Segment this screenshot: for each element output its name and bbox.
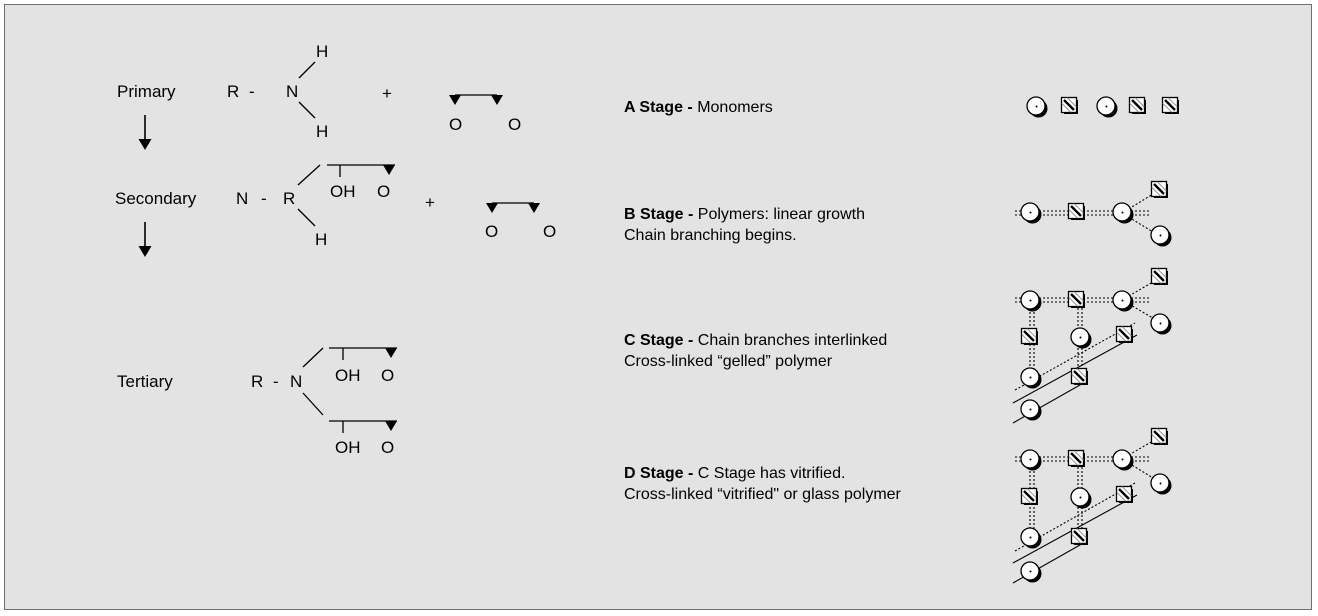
circle-monomer-icon: [1150, 313, 1173, 336]
stage-c-description: C Stage - Chain branches interlinked Cro…: [624, 330, 887, 372]
square-monomer-icon: [1067, 449, 1087, 469]
diagram-canvas: Primary R - N H H + O O Secondary N - R …: [115, 42, 1181, 584]
circle-monomer-icon: [1096, 96, 1119, 119]
secondary-o-right: O: [543, 222, 556, 241]
square-monomer-icon: [1020, 487, 1040, 507]
circle-monomer-icon: [1020, 202, 1043, 225]
circle-monomer-icon: [1150, 225, 1173, 248]
square-monomer-icon: [1060, 96, 1080, 116]
stage-a-description: A Stage - Monomers: [624, 97, 773, 118]
square-monomer-icon: [1070, 527, 1090, 547]
primary-plus: +: [382, 84, 392, 103]
stage-b-line1: Polymers: linear growth: [693, 206, 865, 223]
circle-monomer-icon: [1150, 473, 1173, 496]
epoxide-icon: [448, 94, 504, 106]
secondary-r: R: [283, 189, 295, 208]
circle-monomer-icon: [1070, 327, 1093, 350]
square-monomer-icon: [1115, 485, 1135, 505]
square-monomer-icon: [1150, 427, 1170, 447]
square-monomer-icon: [1115, 325, 1135, 345]
secondary-label: Secondary: [115, 189, 197, 208]
stage-a-monomers: [1026, 96, 1181, 119]
stage-c-line1: Chain branches interlinked: [693, 332, 888, 349]
stage-b-title: B Stage -: [624, 206, 694, 223]
circle-monomer-icon: [1020, 399, 1043, 422]
secondary-oh: OH: [330, 182, 356, 201]
stage-c-title: C Stage -: [624, 332, 694, 349]
tertiary-oh-bottom: OH: [335, 438, 361, 457]
down-arrow-icon: [137, 114, 153, 151]
epoxide-icon: [385, 421, 397, 431]
tertiary-label: Tertiary: [117, 372, 173, 391]
stage-b-description: B Stage - Polymers: linear growth Chain …: [624, 204, 865, 246]
circle-monomer-icon: [1070, 487, 1093, 510]
circle-monomer-icon: [1112, 290, 1135, 313]
stage-d-title: D Stage -: [624, 465, 694, 482]
down-arrow-icon: [137, 221, 153, 258]
diagram-panel: Primary R - N H H + O O Secondary N - R …: [4, 4, 1312, 610]
secondary-plus: +: [425, 193, 435, 212]
stage-c-polymer: [1012, 267, 1173, 424]
tertiary-o-bottom: O: [381, 438, 394, 457]
stage-d-polymer: [1012, 427, 1173, 584]
square-monomer-icon: [1070, 367, 1090, 387]
epoxide-icon: [485, 202, 541, 214]
stage-d-description: D Stage - C Stage has vitrified. Cross-l…: [624, 463, 901, 505]
circle-monomer-icon: [1020, 449, 1043, 472]
square-monomer-icon: [1067, 290, 1087, 310]
primary-dash: -: [249, 82, 255, 101]
epoxide-icon: [385, 348, 397, 358]
circle-monomer-icon: [1020, 527, 1043, 550]
circle-monomer-icon: [1112, 202, 1135, 225]
bond-line: [298, 61, 316, 79]
epoxide-icon: [383, 165, 395, 175]
square-monomer-icon: [1067, 202, 1087, 222]
secondary-h-bottom: H: [315, 230, 327, 249]
primary-o-right: O: [508, 115, 521, 134]
circle-monomer-icon: [1112, 449, 1135, 472]
stage-d-line1: C Stage has vitrified.: [693, 465, 846, 482]
circle-monomer-icon: [1020, 367, 1043, 390]
stage-a-title: A Stage -: [624, 99, 693, 116]
tertiary-oh-top: OH: [335, 366, 361, 385]
stage-c-line2: Cross-linked “gelled” polymer: [624, 353, 833, 370]
primary-h-top: H: [316, 42, 328, 61]
circle-monomer-icon: [1020, 561, 1043, 584]
bond-line: [297, 164, 321, 186]
bond-line: [297, 208, 316, 227]
tertiary-o-top: O: [381, 366, 394, 385]
bond-line: [298, 101, 316, 119]
secondary-o-left: O: [485, 222, 498, 241]
secondary-dash: -: [261, 189, 267, 208]
tertiary-r: R: [251, 372, 263, 391]
bond-line: [302, 347, 324, 368]
circle-monomer-icon: [1026, 96, 1049, 119]
stage-d-line2: Cross-linked “vitrified" or glass polyme…: [624, 486, 901, 503]
primary-label: Primary: [117, 82, 176, 101]
square-monomer-icon: [1150, 180, 1170, 200]
stage-b-polymer: [1015, 180, 1173, 248]
square-monomer-icon: [1128, 96, 1148, 116]
bond-line: [302, 392, 324, 416]
square-monomer-icon: [1020, 327, 1040, 347]
primary-r: R: [227, 82, 239, 101]
primary-n: N: [286, 82, 298, 101]
square-monomer-icon: [1161, 96, 1181, 116]
primary-h-bottom: H: [316, 122, 328, 141]
primary-o-left: O: [449, 115, 462, 134]
stage-b-line2: Chain branching begins.: [624, 227, 797, 244]
secondary-o: O: [377, 182, 390, 201]
square-monomer-icon: [1150, 267, 1170, 287]
stage-a-line1: Monomers: [692, 99, 773, 116]
circle-monomer-icon: [1020, 290, 1043, 313]
tertiary-dash: -: [273, 372, 279, 391]
tertiary-n: N: [290, 372, 302, 391]
secondary-n: N: [236, 189, 248, 208]
